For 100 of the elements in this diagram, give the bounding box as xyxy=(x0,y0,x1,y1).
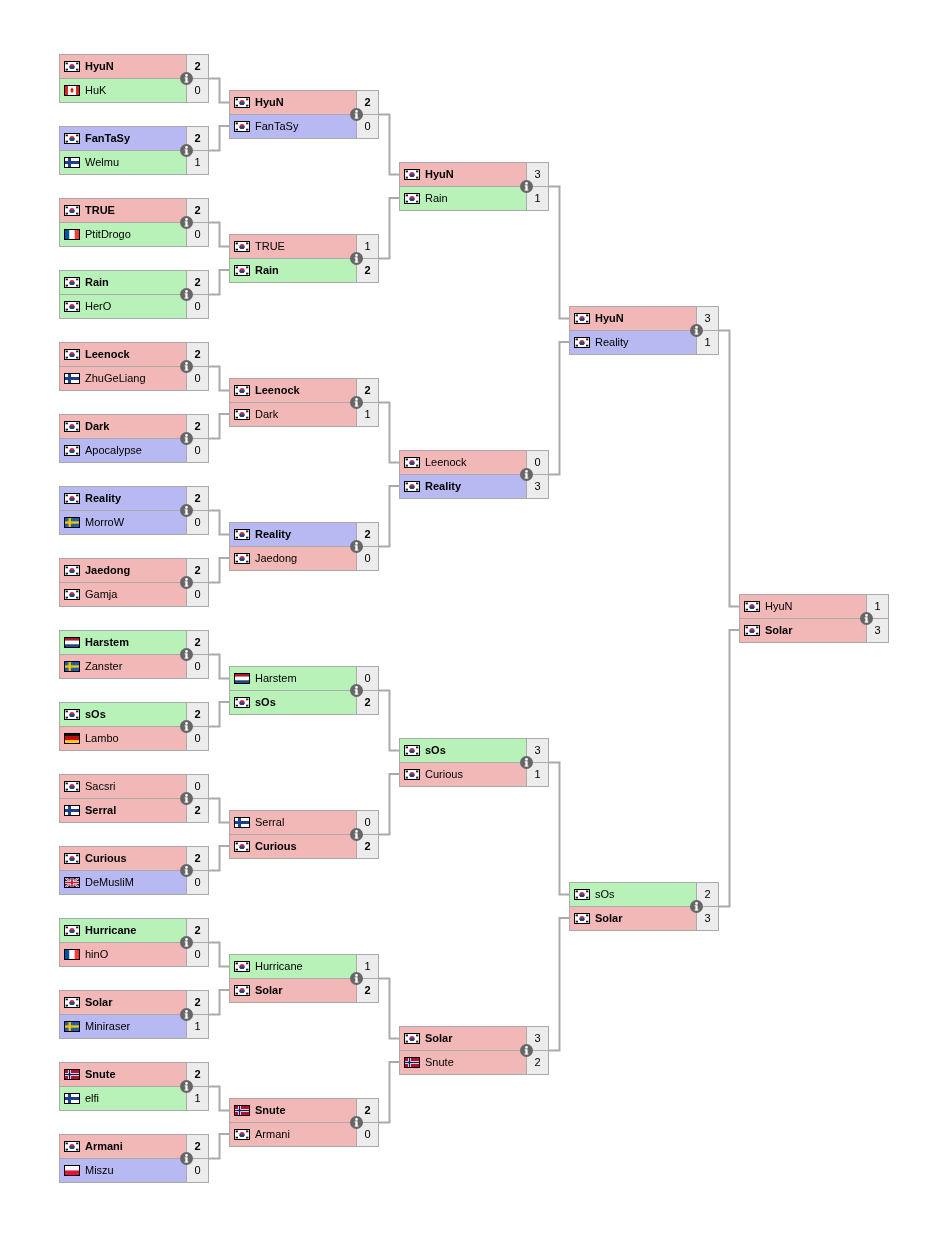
player-score: 2 xyxy=(696,883,718,906)
player-name: Armani xyxy=(255,1128,290,1141)
player-score: 0 xyxy=(526,451,548,474)
player-name: ZhuGeLiang xyxy=(85,372,146,385)
bracket-connector xyxy=(378,977,401,1040)
player-score: 2 xyxy=(186,127,208,150)
player-score: 0 xyxy=(186,583,208,606)
player-row xyxy=(400,1027,548,1051)
player-row xyxy=(60,703,208,727)
player-row xyxy=(60,151,208,174)
player-row xyxy=(570,307,718,331)
bracket-connector xyxy=(208,1133,231,1160)
match-box xyxy=(399,1026,549,1075)
player-name: Armani xyxy=(85,1140,123,1153)
player-score: 0 xyxy=(186,511,208,534)
player-name: Harstem xyxy=(255,672,297,685)
player-name: Miszu xyxy=(85,1164,114,1177)
bracket-connector xyxy=(378,773,401,836)
player-name: hinO xyxy=(85,948,109,961)
player-row xyxy=(60,295,208,318)
player-row xyxy=(60,1135,208,1159)
player-row xyxy=(60,943,208,966)
player-score: 3 xyxy=(526,739,548,762)
player-score: 1 xyxy=(186,1015,208,1038)
player-score: 1 xyxy=(696,331,718,354)
player-name: Reality xyxy=(595,336,629,349)
player-name: Curious xyxy=(425,768,463,781)
player-row xyxy=(60,1015,208,1038)
bracket-connector xyxy=(208,941,231,968)
player-score: 2 xyxy=(356,523,378,546)
match-box xyxy=(229,954,379,1003)
player-name: Snute xyxy=(255,1104,286,1117)
player-row xyxy=(60,871,208,894)
match-box xyxy=(739,594,889,643)
player-row xyxy=(230,259,378,282)
player-name: Curious xyxy=(255,840,297,853)
match-box xyxy=(59,486,209,535)
player-row xyxy=(60,511,208,534)
player-name: Miniraser xyxy=(85,1020,131,1033)
player-name: Hurricane xyxy=(85,924,137,937)
player-name: Reality xyxy=(85,492,122,505)
player-score: 2 xyxy=(356,979,378,1002)
player-score: 2 xyxy=(186,1135,208,1158)
match-box xyxy=(59,1062,209,1111)
match-box xyxy=(229,522,379,571)
match-box xyxy=(229,810,379,859)
player-name: Leenock xyxy=(85,348,130,361)
player-score: 2 xyxy=(356,835,378,858)
match-box xyxy=(399,450,549,499)
player-score: 2 xyxy=(186,271,208,294)
player-name: Leenock xyxy=(425,456,467,469)
bracket-connector xyxy=(208,797,231,824)
player-row xyxy=(230,835,378,858)
player-name: Solar xyxy=(425,1032,453,1045)
player-name: Zanster xyxy=(85,660,123,673)
match-box xyxy=(59,558,209,607)
player-row xyxy=(60,199,208,223)
player-score: 2 xyxy=(356,379,378,402)
match-box xyxy=(229,90,379,139)
player-score: 2 xyxy=(186,799,208,822)
player-name: HerO xyxy=(85,300,112,313)
player-row xyxy=(400,163,548,187)
player-score: 0 xyxy=(356,811,378,834)
player-score: 0 xyxy=(186,727,208,750)
player-row xyxy=(230,955,378,979)
bracket-connector xyxy=(208,269,231,296)
player-row xyxy=(60,55,208,79)
player-row xyxy=(230,1123,378,1146)
player-row xyxy=(60,559,208,583)
match-box xyxy=(229,666,379,715)
player-name: Rain xyxy=(255,264,279,277)
player-name: DeMusliM xyxy=(85,876,134,889)
player-name: Gamja xyxy=(85,588,118,601)
player-row xyxy=(230,547,378,570)
player-score: 2 xyxy=(526,1051,548,1074)
player-score: 0 xyxy=(356,667,378,690)
player-name: elfi xyxy=(85,1092,100,1105)
player-row xyxy=(60,655,208,678)
bracket-connector xyxy=(208,989,231,1016)
player-score: 0 xyxy=(186,79,208,102)
player-score: 1 xyxy=(526,187,548,210)
bracket-connector xyxy=(378,1061,401,1124)
player-row xyxy=(230,667,378,691)
player-score: 0 xyxy=(186,367,208,390)
player-score: 3 xyxy=(526,163,548,186)
player-score: 2 xyxy=(356,691,378,714)
player-score: 0 xyxy=(186,655,208,678)
player-name: sOs xyxy=(595,888,615,901)
player-name: Jaedong xyxy=(255,552,298,565)
bracket-connector xyxy=(378,197,401,260)
player-score: 1 xyxy=(526,763,548,786)
player-row xyxy=(230,691,378,714)
player-name: Reality xyxy=(255,528,292,541)
player-name: HuK xyxy=(85,84,107,97)
match-box xyxy=(399,162,549,211)
player-name: Solar xyxy=(255,984,283,997)
player-name: Rain xyxy=(85,276,109,289)
bracket-connector xyxy=(208,509,231,536)
player-name: HyuN xyxy=(595,312,624,325)
bracket-connector xyxy=(208,413,231,440)
